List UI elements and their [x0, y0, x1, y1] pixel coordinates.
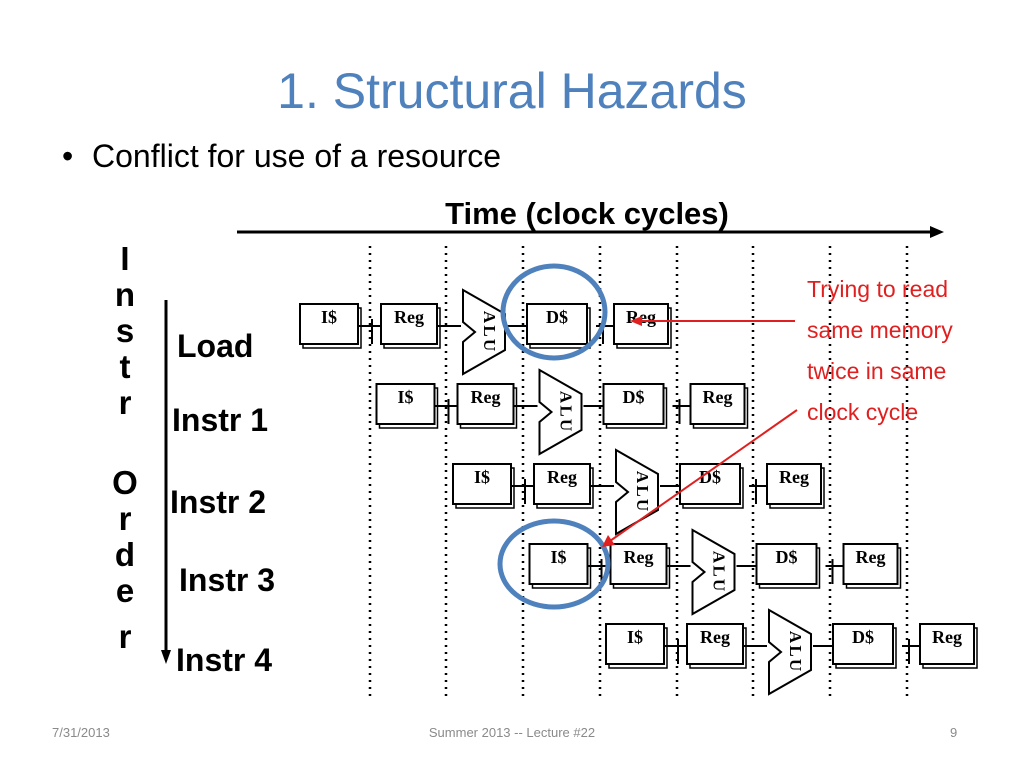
instr-order-letter: r	[119, 500, 132, 537]
cycle-divider-lines	[368, 246, 909, 700]
annotation-arrow-lower	[609, 409, 798, 542]
instr-order-letter: n	[115, 276, 135, 313]
dmem-stage-label: D$	[546, 307, 568, 327]
pipeline-row-4: I$ Reg ALU D$ Reg	[528, 528, 902, 616]
alu-letter: A	[786, 631, 805, 644]
dmem-stage-label: D$	[852, 627, 874, 647]
reg-read-stage	[686, 623, 744, 665]
alu-letter: A	[633, 471, 652, 484]
reg-write-stage	[766, 463, 822, 505]
alu-letter: A	[710, 551, 729, 564]
reg-write-stage-label: Reg	[779, 467, 809, 487]
pipeline-rows: I$RegALUD$RegI$RegALUD$RegI$RegALUD$RegI…	[299, 288, 978, 696]
alu-letter: U	[557, 419, 576, 431]
instr-order-letter: t	[120, 348, 131, 385]
dmem-stage	[755, 543, 818, 585]
pipeline-row-5: I$ Reg ALU D$ Reg	[605, 608, 978, 696]
footer-page: 9	[950, 725, 958, 740]
imem-stage	[528, 543, 589, 585]
imem-stage-label: I$	[397, 387, 413, 407]
instr-order-letter: O	[112, 464, 138, 501]
reg-read-stage-label: Reg	[547, 467, 577, 487]
annotation-line-2: same memory	[807, 317, 953, 343]
footer-date: 7/31/2013	[52, 725, 110, 740]
alu-letter: L	[786, 645, 805, 656]
dmem-stage-label: D$	[623, 387, 645, 407]
instr-order-letter: r	[119, 384, 132, 421]
alu-letter: L	[557, 405, 576, 416]
dmem-stage-label: D$	[699, 467, 721, 487]
annotation-arrowhead-upper-icon	[630, 316, 642, 326]
reg-write-stage-label: Reg	[932, 627, 962, 647]
reg-read-stage	[533, 463, 591, 505]
instr-order-letter: e	[116, 572, 134, 609]
alu-shape	[768, 608, 812, 696]
dmem-stage	[832, 623, 894, 665]
instr-label-2: Instr 1	[172, 402, 268, 438]
dmem-conflict-circle	[500, 263, 608, 361]
order-axis-arrowhead-icon	[161, 650, 171, 664]
instr-order-letter: I	[120, 240, 129, 277]
alu-letter: U	[633, 499, 652, 511]
imem-conflict-circle	[497, 518, 611, 610]
reg-read-stage-label: Reg	[624, 547, 654, 567]
imem-stage	[375, 383, 436, 425]
reg-write-stage	[842, 543, 899, 585]
imem-stage-label: I$	[550, 547, 566, 567]
annotation-line-1: Trying to read	[807, 276, 948, 302]
imem-stage	[299, 303, 359, 345]
imem-stage	[605, 623, 665, 665]
reg-read-stage-label: Reg	[700, 627, 730, 647]
instr-order-letter: d	[115, 536, 135, 573]
reg-write-stage-label: Reg	[856, 547, 886, 567]
instr-order-letter: s	[116, 312, 134, 349]
instr-label-3: Instr 2	[170, 484, 266, 520]
reg-read-stage-label: Reg	[394, 307, 424, 327]
reg-read-stage	[456, 383, 515, 425]
bullet-dot-icon: •	[62, 138, 74, 174]
reg-write-stage-label: Reg	[703, 387, 733, 407]
dmem-stage	[526, 303, 588, 345]
annotation: Trying to read same memory twice in same…	[807, 276, 953, 425]
instr-label-1: Load	[177, 328, 253, 364]
alu-letter: U	[786, 659, 805, 671]
instr-label-5: Instr 4	[176, 642, 272, 678]
bullet-text: Conflict for use of a resource	[92, 138, 502, 174]
alu-letter: L	[480, 325, 499, 336]
pipeline-row-2: I$ Reg ALU D$ Reg	[375, 368, 749, 456]
alu-letter: U	[710, 579, 729, 591]
annotation-line-3: twice in same	[807, 358, 946, 384]
reg-write-stage	[689, 383, 746, 425]
alu-shape	[615, 448, 659, 536]
alu-shape	[538, 368, 583, 456]
time-axis-label: Time (clock cycles)	[445, 196, 729, 231]
reg-write-stage	[919, 623, 975, 665]
imem-stage-label: I$	[321, 307, 337, 327]
alu-shape	[691, 528, 736, 616]
imem-stage	[452, 463, 512, 505]
alu-letter: A	[480, 311, 499, 324]
instr-order-letter: r	[119, 618, 132, 655]
alu-letter: A	[557, 391, 576, 404]
bullet-point: • Conflict for use of a resource	[62, 138, 501, 175]
reg-read-stage-label: Reg	[471, 387, 501, 407]
imem-stage-label: I$	[627, 627, 643, 647]
imem-stage-label: I$	[474, 467, 490, 487]
alu-letter: U	[480, 339, 499, 351]
reg-read-stage	[380, 303, 438, 345]
annotation-line-4: clock cycle	[807, 399, 918, 425]
dmem-stage	[602, 383, 665, 425]
alu-letter: L	[633, 485, 652, 496]
footer-center: Summer 2013 -- Lecture #22	[428, 725, 596, 740]
time-axis-arrowhead-icon	[930, 226, 944, 238]
slide-title: 1. Structural Hazards	[277, 63, 747, 119]
instr-label-4: Instr 3	[179, 562, 275, 598]
annotation-arrowhead-lower-icon	[602, 535, 615, 547]
dmem-stage-label: D$	[776, 547, 798, 567]
alu-letter: L	[710, 565, 729, 576]
